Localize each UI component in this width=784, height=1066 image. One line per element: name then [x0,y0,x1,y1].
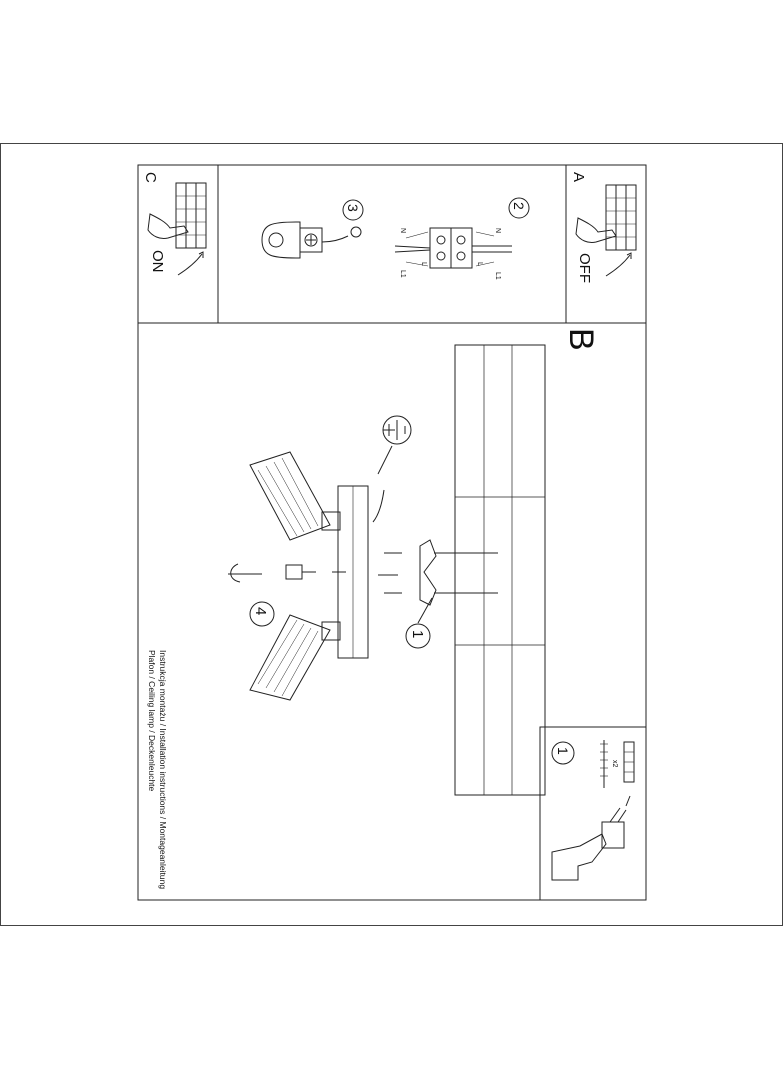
arrow-c-icon [177,253,203,276]
earth-symbol-icon [350,226,362,238]
panel-c-state: ON [149,250,166,273]
spotlight-head-1-icon [249,451,341,541]
step-1-tools [551,741,575,765]
svg-text:3: 3 [345,204,361,212]
fittings-quantity: x2 [611,760,618,768]
panel-a: A OFF [565,164,647,324]
svg-text:4: 4 [252,607,269,615]
panel-b-letter: B [562,328,600,351]
terminal-label-l-left: L [420,262,427,266]
terminal-label-l-right: L [476,262,483,266]
step-3: 3 [261,199,364,259]
step-2: 2 N L1 L N L1 L [394,197,530,280]
terminal-label-l1-left: L1 [399,270,406,278]
hand-c-icon [147,213,189,239]
terminal-label-l1-right: L1 [494,272,501,280]
panel-tools: 1 x2 [539,726,647,901]
terminal-label-n-right: N [494,228,501,233]
inner-frame [137,164,647,901]
caption-line-1: Instrukcja montażu / Installation instru… [158,650,168,889]
ceiling-icon [454,344,546,796]
step-1-main [405,623,431,649]
breaker-a-icon [605,184,637,251]
rotate-arrow-icon [230,563,241,583]
panel-c: C ON [137,164,219,324]
panel-c-letter: C [142,172,159,183]
terminal-block-icon [394,227,512,269]
svg-text:2: 2 [511,202,527,210]
mounting-bracket-icon [378,539,498,606]
breaker-c-icon [175,182,207,249]
instruction-sheet [0,143,783,926]
screw-and-plug-icon [600,740,635,788]
arrow-a-icon [605,254,631,277]
panel-a-letter: A [570,172,587,182]
fixing-screw-icon [285,564,303,580]
spotlight-head-2-icon [249,614,341,701]
step-4: 4 [228,563,346,627]
panel-b: B 1 [137,322,647,901]
caption-line-2: Plafon / Ceiling lamp / Deckenleuchte [147,650,157,792]
earth-terminal-icon [261,221,362,259]
panel-a-state: OFF [576,253,593,283]
hand-a-icon [575,217,617,243]
terminal-label-n-left: N [399,228,406,233]
drill-icon [551,795,631,881]
svg-text:1: 1 [409,630,426,638]
svg-text:1: 1 [555,747,571,755]
